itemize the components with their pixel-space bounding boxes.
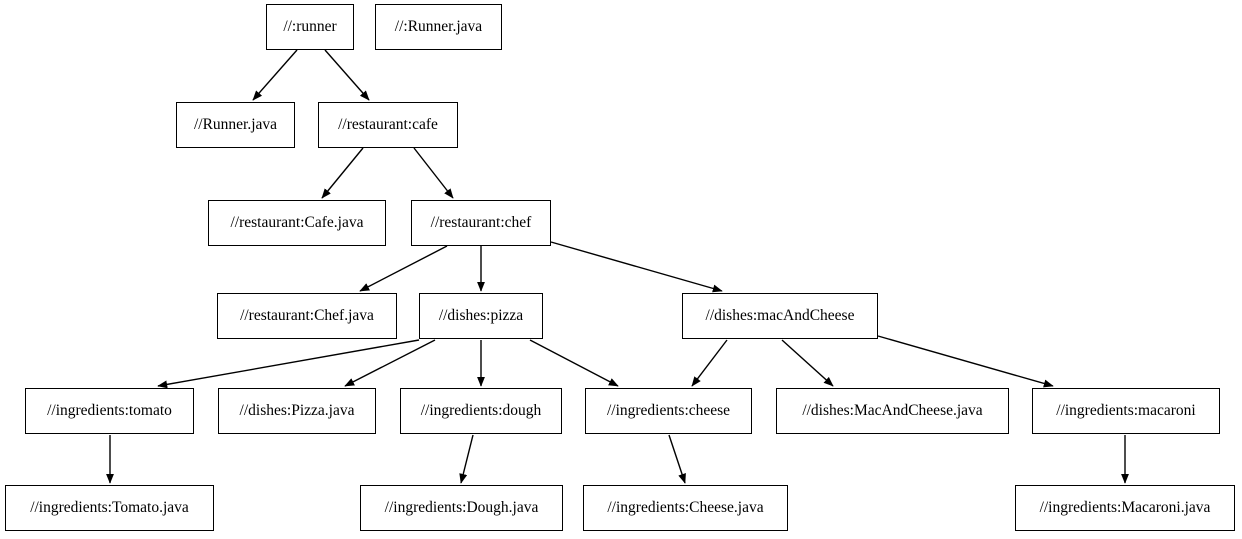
graph-node-label: //:runner [283, 18, 337, 36]
graph-node-label: //restaurant:cafe [338, 116, 438, 134]
graph-edge [691, 339, 728, 387]
graph-edge [324, 49, 370, 101]
graph-node-label: //ingredients:tomato [47, 402, 172, 420]
graph-node-label: //restaurant:chef [430, 214, 532, 232]
graph-node-label: //ingredients:cheese [606, 402, 731, 420]
graph-node-dishes_pizza[interactable]: //dishes:pizza [419, 293, 543, 339]
graph-node-label: //ingredients:Dough.java [384, 499, 539, 517]
graph-node-label: //dishes:Pizza.java [239, 402, 355, 420]
graph-node-runner_java[interactable]: //Runner.java [176, 102, 295, 148]
graph-node-label: //ingredients:Tomato.java [30, 499, 189, 517]
graph-edge [877, 335, 1054, 388]
graph-node-runner_java_root[interactable]: //:Runner.java [375, 4, 502, 50]
graph-node-macaroni_java[interactable]: //ingredients:Macaroni.java [1015, 485, 1235, 531]
graph-node-label: //dishes:macAndCheese [705, 307, 855, 325]
graph-node-tomato_java[interactable]: //ingredients:Tomato.java [5, 485, 214, 531]
graph-node-label: //restaurant:Chef.java [240, 307, 374, 325]
graph-node-cafe_java[interactable]: //restaurant:Cafe.java [208, 200, 386, 246]
graph-node-label: //ingredients:dough [420, 402, 542, 420]
graph-edge [359, 245, 448, 292]
graph-node-label: //ingredients:macaroni [1056, 402, 1196, 420]
graph-node-mac_java[interactable]: //dishes:MacAndCheese.java [776, 388, 1009, 434]
graph-node-ing_cheese[interactable]: //ingredients:cheese [585, 388, 752, 434]
graph-node-label: //dishes:pizza [438, 307, 524, 325]
graph-node-label: //restaurant:Cafe.java [230, 214, 364, 232]
graph-node-label: //dishes:MacAndCheese.java [802, 402, 983, 420]
graph-edge [413, 147, 454, 199]
graph-edge [668, 434, 686, 484]
graph-node-ing_macaroni[interactable]: //ingredients:macaroni [1032, 388, 1220, 434]
graph-edge [781, 339, 834, 387]
graph-node-runner[interactable]: //:runner [266, 4, 354, 50]
graph-node-label: //ingredients:Cheese.java [607, 499, 764, 517]
graph-node-restaurant_cafe[interactable]: //restaurant:cafe [318, 102, 458, 148]
graph-node-ing_tomato[interactable]: //ingredients:tomato [25, 388, 194, 434]
graph-node-ing_dough[interactable]: //ingredients:dough [400, 388, 562, 434]
graph-node-label: //ingredients:Macaroni.java [1039, 499, 1211, 517]
graph-edge [550, 241, 723, 293]
graph-edge [459, 434, 474, 484]
graph-edge [321, 147, 364, 199]
graph-node-cheese_java[interactable]: //ingredients:Cheese.java [583, 485, 788, 531]
graph-node-pizza_java[interactable]: //dishes:Pizza.java [218, 388, 376, 434]
graph-node-chef_java[interactable]: //restaurant:Chef.java [217, 293, 397, 339]
graph-edge [529, 339, 619, 387]
graph-node-dough_java[interactable]: //ingredients:Dough.java [360, 485, 563, 531]
graph-edge [344, 339, 436, 387]
graph-edge [252, 49, 298, 101]
graph-node-label: //Runner.java [193, 116, 278, 134]
graph-node-label: //:Runner.java [394, 18, 483, 36]
graph-edge [157, 339, 420, 389]
graph-node-restaurant_chef[interactable]: //restaurant:chef [411, 200, 551, 246]
graph-node-dishes_mac[interactable]: //dishes:macAndCheese [682, 293, 878, 339]
